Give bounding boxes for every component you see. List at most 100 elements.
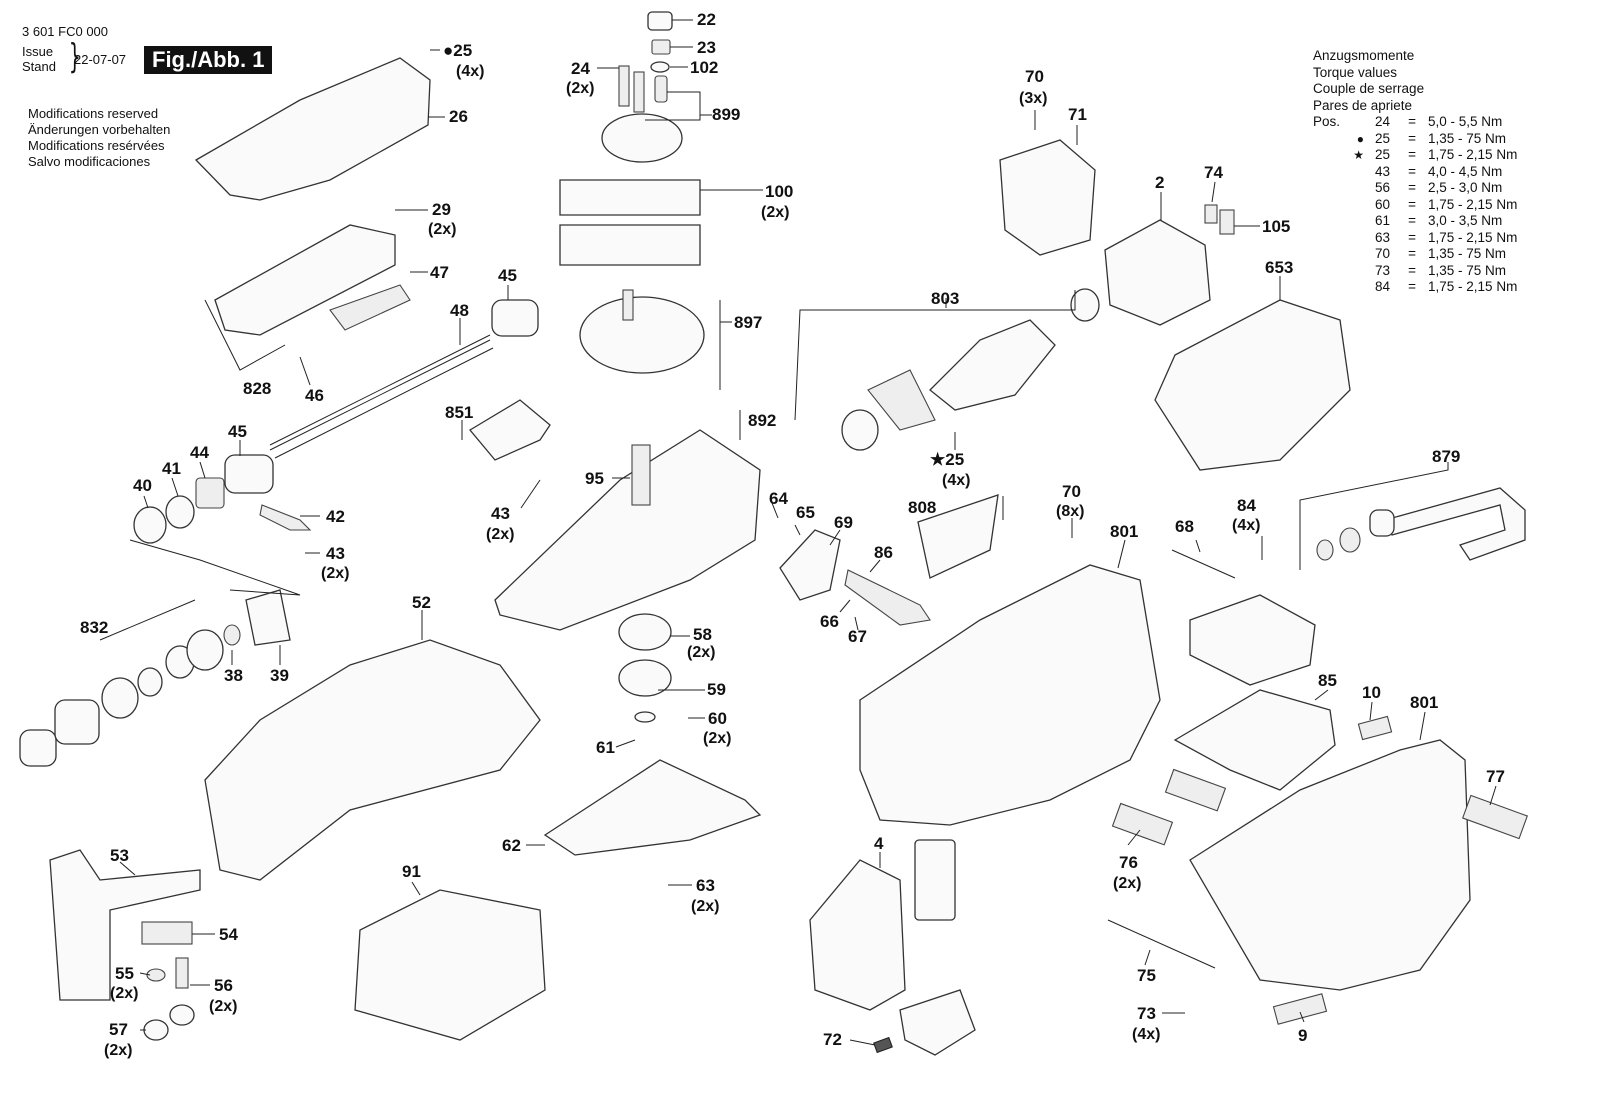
part-label: 85: [1318, 671, 1337, 690]
part-label: 66: [820, 612, 839, 631]
torque-row: 61=3,0 - 3,5 Nm: [1313, 213, 1517, 230]
part-86-shape: [844, 569, 931, 626]
part-2-shape: [1104, 219, 1211, 326]
part-4-shape: [809, 859, 906, 1011]
part-label: 45: [498, 266, 517, 285]
part-label: 105: [1262, 217, 1290, 236]
torque-eq-cell: =: [1408, 262, 1416, 278]
part-qty: (2x): [321, 565, 349, 582]
part-24-shape-b: [633, 71, 645, 113]
part-label: 9: [1298, 1026, 1307, 1045]
part-label: 76: [1119, 853, 1138, 872]
part-54-shape: [141, 921, 193, 945]
issue-label: Issue: [22, 44, 54, 59]
part-899-pin: [654, 75, 668, 103]
torque-pos-cell: 73: [1374, 262, 1391, 278]
part-897-pin: [622, 289, 634, 321]
torque-pos-cell: 56: [1374, 180, 1391, 195]
part-label: 59: [707, 680, 726, 699]
part-label: 63: [696, 876, 715, 895]
torque-row: 56=2,5 - 3,0 Nm: [1313, 180, 1517, 197]
torque-pos-cell: 61: [1374, 213, 1391, 228]
part-label: 70: [1025, 67, 1044, 86]
part-qty: (2x): [691, 898, 719, 915]
part-71-shape: [999, 139, 1096, 256]
part-832-sleeve: [19, 729, 57, 767]
part-qty: (4x): [456, 63, 484, 80]
torque-row: 43=4,0 - 4,5 Nm: [1313, 164, 1517, 181]
part-label: 879: [1432, 447, 1460, 466]
part-84-plate: [1189, 594, 1316, 686]
part-label: 72: [823, 1030, 842, 1049]
torque-row: 73=1,35 - 75 Nm: [1313, 263, 1517, 280]
torque-prefix-cell: Pos.: [1313, 114, 1341, 129]
torque-row: 70=1,35 - 75 Nm: [1313, 246, 1517, 263]
part-4-connector: [899, 989, 976, 1056]
part-803-fan-bearing: [841, 409, 879, 451]
part-qty: (2x): [428, 221, 456, 238]
part-23-shape: [651, 39, 671, 55]
part-851-shape: [469, 399, 551, 461]
part-45a-shape: [491, 299, 539, 337]
part-number-labels: 22 23 102 24 (2x) 899 ●25 (4x) 26 29 (2x…: [80, 10, 1505, 1059]
part-69-shape: [779, 529, 841, 601]
figure-label: Fig./Abb. 1: [144, 46, 273, 74]
leader-lines: [99, 19, 1497, 1046]
part-label: 43: [491, 504, 510, 523]
part-95-housing: [494, 429, 761, 631]
part-label: 70: [1062, 482, 1081, 501]
part-label: 53: [110, 846, 129, 865]
part-qty: (4x): [1132, 1026, 1160, 1043]
part-label: 801: [1410, 693, 1438, 712]
torque-table: Anzugsmomente Torque values Couple de se…: [1313, 48, 1517, 296]
part-label: 38: [224, 666, 243, 685]
part-qty: (4x): [1232, 517, 1260, 534]
part-56-shape: [175, 957, 189, 989]
torque-eq-cell: =: [1408, 147, 1416, 162]
part-label: 84: [1237, 496, 1256, 515]
part-label: 832: [80, 618, 108, 637]
part-100-shape-a: [559, 179, 701, 216]
part-22-shape: [647, 11, 673, 31]
part-label: 67: [848, 627, 867, 646]
part-label: 808: [908, 498, 936, 517]
torque-pos-cell: 70: [1374, 246, 1391, 261]
part-74-shape-a: [1204, 204, 1218, 224]
part-74-shape-b: [1219, 209, 1235, 235]
part-45b-shape: [224, 454, 274, 494]
part-qty: (2x): [703, 730, 731, 747]
part-899-shape: [601, 113, 683, 163]
part-879-washer: [1316, 539, 1334, 561]
part-58-bearing-a: [618, 613, 672, 651]
part-qty: (2x): [486, 526, 514, 543]
part-label: 10: [1362, 683, 1381, 702]
part-label: 39: [270, 666, 289, 685]
torque-val-cell: 1,35 - 75 Nm: [1428, 130, 1507, 146]
part-qty: (2x): [566, 80, 594, 97]
part-879-sleeve: [1369, 509, 1395, 537]
part-qty: (2x): [761, 204, 789, 221]
part-label: 803: [931, 289, 959, 308]
part-label: 71: [1068, 105, 1087, 124]
torque-eq-cell: =: [1408, 196, 1416, 212]
part-897-gear: [579, 296, 705, 374]
part-label: 52: [412, 593, 431, 612]
part-qty: (3x): [1019, 90, 1047, 107]
part-label: 56: [214, 976, 233, 995]
part-label: 44: [190, 443, 209, 462]
torque-pos-cell: 63: [1374, 229, 1391, 245]
part-832-ring-b: [101, 677, 139, 719]
torque-eq-cell: =: [1408, 229, 1416, 245]
part-qty: (2x): [687, 644, 715, 661]
part-label: 26: [449, 107, 468, 126]
part-59-shape: [634, 711, 656, 723]
part-drawings: [19, 11, 1528, 1056]
part-10-shape: [1357, 715, 1393, 741]
part-803-bearing: [1070, 288, 1100, 322]
part-879-bow: [1384, 487, 1526, 561]
torque-row: ★25=1,75 - 2,15 Nm: [1313, 147, 1517, 164]
part-label: 2: [1155, 173, 1164, 192]
part-label: 46: [305, 386, 324, 405]
part-653-charger: [1154, 299, 1351, 471]
issue-date: 22-07-07: [74, 52, 127, 67]
